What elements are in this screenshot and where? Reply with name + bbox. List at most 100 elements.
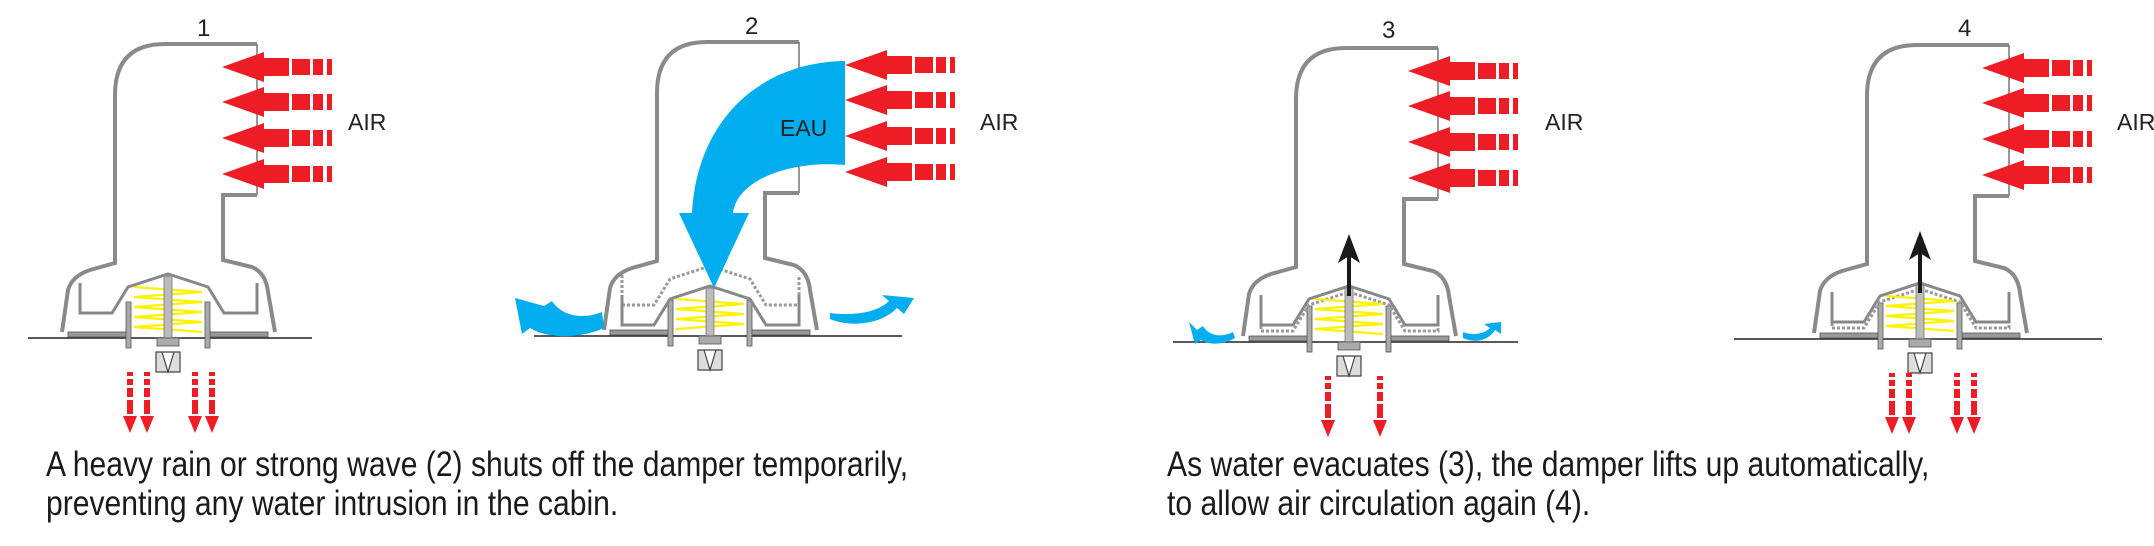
air-arrow-dash xyxy=(1499,63,1509,79)
air-arrow-dash xyxy=(1513,98,1518,114)
exhaust-arrow-dash xyxy=(1889,389,1895,398)
exhaust-arrow-2 xyxy=(1373,420,1387,437)
damper-previous-position xyxy=(1259,290,1440,333)
nut xyxy=(156,337,180,347)
air-label-2: AIR xyxy=(980,109,1018,135)
drain-valve-icon xyxy=(697,349,723,373)
air-arrow-dash xyxy=(1513,63,1518,79)
exhaust-arrow-dash xyxy=(1906,373,1912,377)
drain-valve-icon xyxy=(1336,355,1362,379)
drain-valve-icon xyxy=(1907,352,1933,376)
exhaust-arrow-dash xyxy=(144,400,150,414)
water-splash-left xyxy=(515,298,604,337)
duct-left-wall xyxy=(602,40,799,331)
base-plate-left xyxy=(609,329,673,336)
caption-left: A heavy rain or strong wave (2) shuts of… xyxy=(46,445,908,523)
collar-left xyxy=(1877,302,1884,350)
exhaust-arrow-dash xyxy=(1325,404,1331,418)
exhaust-arrow-dash xyxy=(144,388,150,397)
air-arrow-dash xyxy=(292,94,310,110)
air-arrow-dash xyxy=(2073,131,2083,147)
air-arrow-3 xyxy=(845,121,912,151)
exhaust-arrow-4 xyxy=(1967,417,1981,434)
exhaust-arrow-dash xyxy=(1954,401,1960,415)
nut xyxy=(698,335,722,345)
air-arrow-dash xyxy=(327,94,332,110)
caption-right-line-2: to allow air circulation again (4). xyxy=(1167,484,1591,523)
air-arrow-dash xyxy=(915,57,933,73)
air-arrow-dash xyxy=(1513,134,1518,150)
air-arrow-dash xyxy=(2073,60,2083,76)
damper-previous-position xyxy=(1830,287,2011,330)
panel-number-4: 4 xyxy=(1958,15,1971,42)
exhaust-arrow-dash xyxy=(192,388,198,397)
duct-right-wall xyxy=(1973,194,2029,334)
exhaust-arrow-dash xyxy=(1954,389,1960,398)
air-arrow-dash xyxy=(2052,131,2070,147)
air-arrow-dash xyxy=(1499,134,1509,150)
exhaust-arrow-dash xyxy=(209,388,215,397)
panel-number-3: 3 xyxy=(1382,17,1395,44)
damper-stem xyxy=(1915,284,1925,340)
air-arrow-dash xyxy=(313,166,323,182)
air-arrow-dash xyxy=(1478,98,1496,114)
air-arrow-dash xyxy=(2073,167,2083,183)
exhaust-arrow-dash xyxy=(1906,389,1912,398)
damper-cap xyxy=(620,284,801,327)
air-arrow-dash xyxy=(915,128,933,144)
exhaust-arrow-dash xyxy=(1377,392,1383,401)
exhaust-arrow-dash xyxy=(209,379,215,385)
air-arrow-1 xyxy=(845,50,912,80)
duct-right-wall xyxy=(221,193,277,333)
exhaust-arrow-dash xyxy=(1377,404,1383,418)
exhaust-arrow-2 xyxy=(1902,417,1916,434)
exhaust-arrow-dash xyxy=(192,379,198,385)
base-plate-left xyxy=(1248,335,1312,342)
air-arrow-dash xyxy=(2052,167,2070,183)
exhaust-arrow-dash xyxy=(1325,383,1331,389)
air-arrow-4 xyxy=(845,157,912,187)
air-arrow-dash xyxy=(2087,95,2092,111)
exhaust-arrow-dash xyxy=(144,372,150,376)
spring xyxy=(675,297,745,331)
nut xyxy=(1908,338,1932,348)
air-arrow-2 xyxy=(222,87,289,117)
collar-left xyxy=(125,301,132,349)
air-arrow-3 xyxy=(222,123,289,153)
exhaust-arrow-4 xyxy=(205,416,219,433)
panel-3 xyxy=(1173,46,1518,437)
collar-left xyxy=(667,299,674,347)
caption-left-line-2: preventing any water intrusion in the ca… xyxy=(46,484,619,523)
air-arrow-1 xyxy=(1982,53,2049,83)
air-label-1: AIR xyxy=(348,109,386,135)
air-arrow-dash xyxy=(950,92,955,108)
air-arrow-dash xyxy=(936,128,946,144)
air-arrow-dash xyxy=(2087,60,2092,76)
exhaust-arrow-dash xyxy=(1954,373,1960,377)
panel-4 xyxy=(1734,43,2102,434)
lift-arrow-icon xyxy=(1338,234,1360,263)
damper-stem xyxy=(705,287,715,337)
water-flow-arrow xyxy=(679,61,845,288)
air-arrow-dash xyxy=(1478,63,1496,79)
air-arrow-dash xyxy=(1499,170,1509,186)
exhaust-arrow-dash xyxy=(1906,380,1912,386)
duct-left-wall xyxy=(60,42,257,333)
air-arrow-1 xyxy=(222,52,289,82)
water-splash-right xyxy=(1463,322,1501,341)
collar-right xyxy=(204,301,211,349)
nut xyxy=(1337,341,1361,351)
exhaust-arrow-dash xyxy=(209,400,215,414)
air-arrow-2 xyxy=(845,85,912,115)
air-arrow-dash xyxy=(2087,167,2092,183)
duct-left-wall xyxy=(1812,43,2009,334)
air-arrow-dash xyxy=(1478,134,1496,150)
air-arrow-dash xyxy=(936,92,946,108)
panel-2 xyxy=(515,40,955,373)
exhaust-arrow-dash xyxy=(1954,380,1960,386)
exhaust-arrow-dash xyxy=(127,388,133,397)
collar-right xyxy=(746,299,753,347)
air-arrow-dash xyxy=(313,94,323,110)
exhaust-arrow-dash xyxy=(127,379,133,385)
